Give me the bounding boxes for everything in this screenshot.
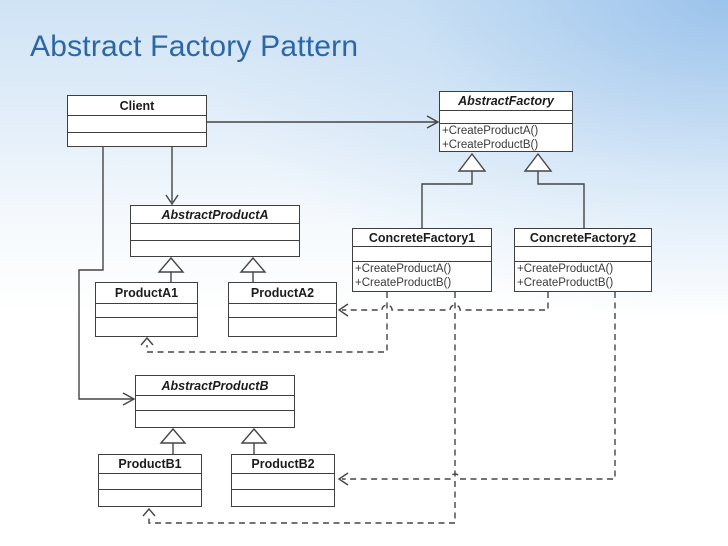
class-box-productb2: ProductB2	[231, 454, 335, 507]
slide-title: Abstract Factory Pattern	[30, 30, 359, 63]
edge-concretefactory1-producta1	[140, 292, 388, 353]
method-label: +CreateProductA()	[355, 263, 452, 275]
edge-concretefactory1-productb1	[142, 292, 456, 524]
class-box-client: Client	[67, 95, 207, 147]
class-attributes-abstractfactory	[440, 111, 572, 124]
method-label: +CreateProductB()	[517, 276, 614, 289]
class-title-abstractproductb: AbstractProductB	[136, 376, 294, 396]
class-box-producta2: ProductA2	[228, 282, 337, 337]
class-box-abstractproducta: AbstractProductA	[130, 205, 300, 257]
class-operations-producta2	[229, 318, 336, 336]
class-box-productb1: ProductB1	[98, 454, 202, 507]
class-operations-abstractfactory: +CreateProductA() +CreateProductB()	[440, 124, 572, 152]
class-attributes-productb2	[232, 474, 334, 490]
edge-client-abstractfactory	[207, 115, 440, 129]
edge-client-abstractproductb	[78, 147, 136, 406]
class-title-concretefactory2: ConcreteFactory2	[515, 229, 651, 247]
edge-producta1-abstractproducta	[157, 256, 185, 282]
edge-concretefactory1-abstractfactory	[421, 152, 487, 228]
class-box-producta1: ProductA1	[95, 282, 198, 337]
class-attributes-abstractproducta	[131, 224, 299, 241]
class-title-abstractfactory: AbstractFactory	[440, 92, 572, 111]
class-attributes-producta2	[229, 304, 336, 318]
class-attributes-concretefactory2	[515, 247, 651, 262]
class-operations-abstractproducta	[131, 241, 299, 256]
class-title-productb2: ProductB2	[232, 455, 334, 474]
class-operations-concretefactory2: +CreateProductA() +CreateProductB()	[515, 262, 651, 291]
class-box-concretefactory2: ConcreteFactory2 +CreateProductA() +Crea…	[514, 228, 652, 292]
class-operations-concretefactory1: +CreateProductA() +CreateProductB()	[353, 262, 491, 291]
edge-productb2-abstractproductb	[240, 427, 268, 454]
class-attributes-abstractproductb	[136, 396, 294, 411]
class-operations-abstractproductb	[136, 411, 294, 427]
class-box-abstractproductb: AbstractProductB	[135, 375, 295, 428]
class-operations-client	[68, 133, 206, 146]
class-operations-productb2	[232, 490, 334, 506]
method-label: +CreateProductB()	[442, 138, 539, 151]
edge-client-abstractproducta	[165, 147, 179, 206]
class-operations-producta1	[96, 318, 197, 336]
edge-productb1-abstractproductb	[159, 427, 187, 454]
class-title-abstractproducta: AbstractProductA	[131, 206, 299, 224]
class-box-concretefactory1: ConcreteFactory1 +CreateProductA() +Crea…	[352, 228, 492, 292]
edge-producta2-abstractproducta	[239, 256, 267, 282]
edge-concretefactory2-abstractfactory	[523, 152, 585, 228]
class-attributes-productb1	[99, 474, 201, 490]
class-operations-productb1	[99, 490, 201, 506]
class-title-producta1: ProductA1	[96, 283, 197, 304]
class-title-productb1: ProductB1	[99, 455, 201, 474]
class-box-abstractfactory: AbstractFactory +CreateProductA() +Creat…	[439, 91, 573, 152]
class-title-client: Client	[68, 96, 206, 116]
class-attributes-client	[68, 116, 206, 133]
class-title-concretefactory1: ConcreteFactory1	[353, 229, 491, 247]
method-label: +CreateProductA()	[517, 263, 614, 275]
method-label: +CreateProductB()	[355, 276, 452, 289]
edge-concretefactory2-producta2	[337, 292, 549, 317]
class-title-producta2: ProductA2	[229, 283, 336, 304]
class-attributes-producta1	[96, 304, 197, 318]
edge-concretefactory2-productb2	[337, 292, 616, 486]
class-attributes-concretefactory1	[353, 247, 491, 262]
method-label: +CreateProductA()	[442, 125, 539, 137]
